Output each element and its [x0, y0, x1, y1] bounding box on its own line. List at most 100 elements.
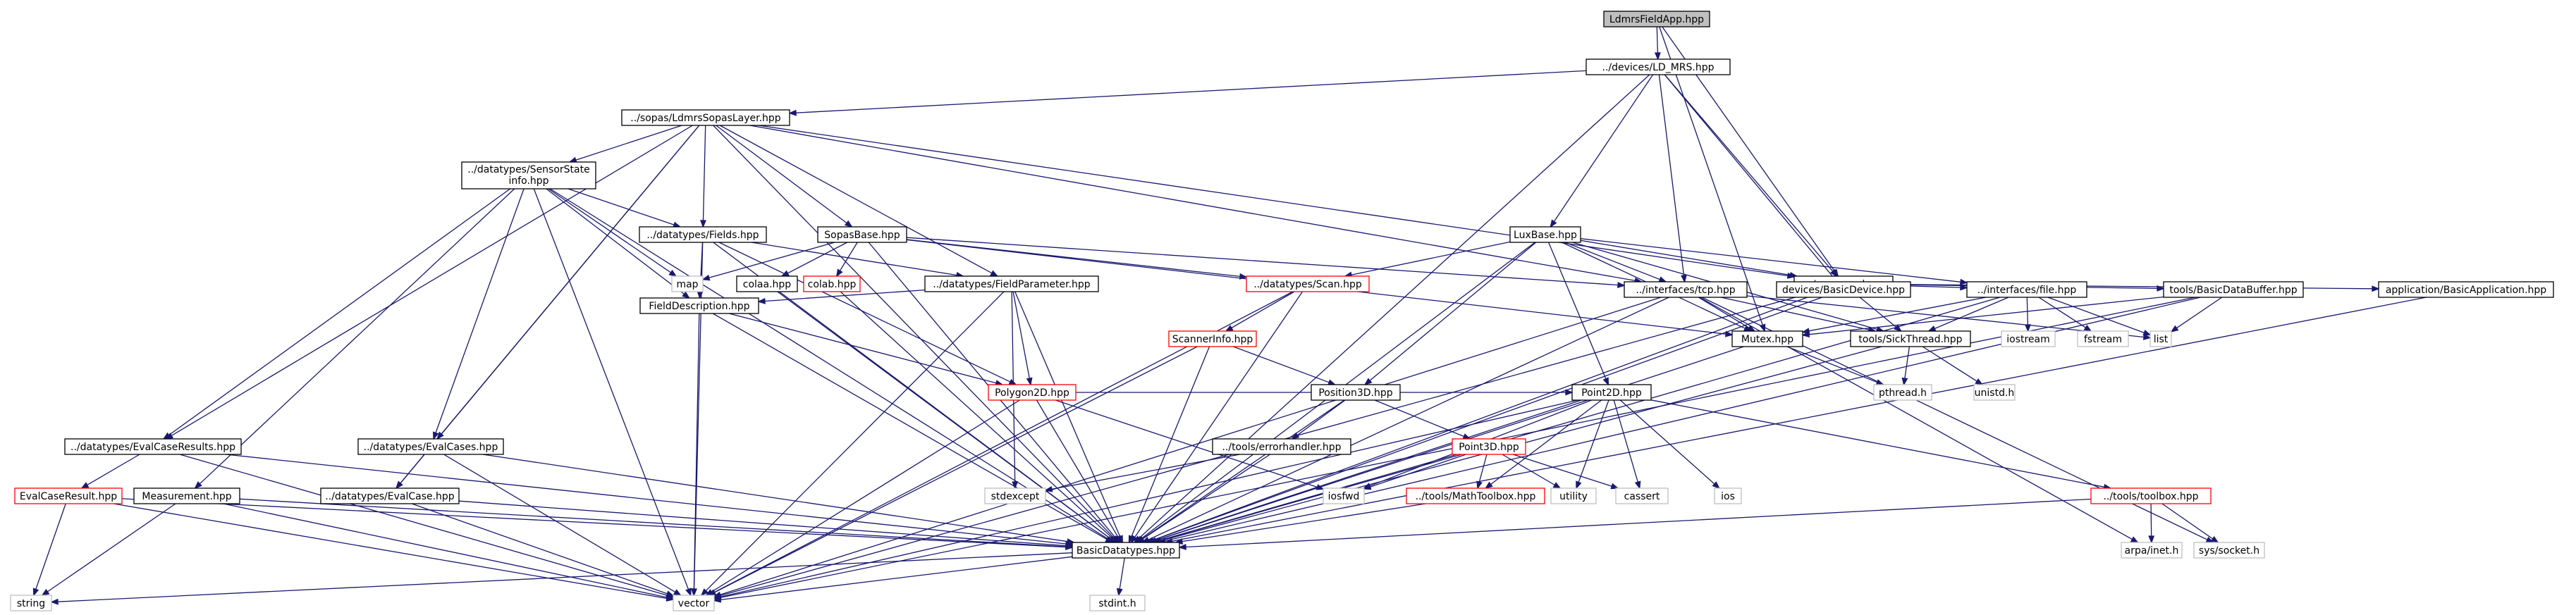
include-edge-sopaslayer-to-sensorstate [568, 125, 682, 163]
node-label: tools/SickThread.hpp [1858, 334, 1962, 345]
node-unistd: unistd.h [1973, 384, 2016, 401]
node-label: ../datatypes/EvalCase.hpp [325, 491, 455, 502]
node-evalcases[interactable]: ../datatypes/EvalCases.hpp [357, 438, 504, 455]
node-tcp[interactable]: ../interfaces/tcp.hpp [1624, 281, 1748, 298]
node-colab[interactable]: colab.hpp [803, 275, 861, 292]
node-basicdatabuffer[interactable]: tools/BasicDataBuffer.hpp [2163, 281, 2304, 298]
include-edge-fielddesc-to-polygon2d [729, 313, 1004, 386]
include-edge-polygon2d-to-basicdatatypes [1036, 399, 1122, 544]
include-edge-manager-to-basicdatatypes [1145, 291, 1823, 543]
node-measurement[interactable]: Measurement.hpp [133, 487, 240, 504]
node-box [1571, 384, 1652, 401]
node-box [1731, 330, 1803, 347]
node-evalcase[interactable]: ../datatypes/EvalCase.hpp [320, 487, 460, 504]
node-box [2001, 330, 2056, 347]
node-sopaslayer[interactable]: ../sopas/LdmrsSopasLayer.hpp [621, 109, 790, 126]
include-edge-evalcaseresult-to-vector [114, 503, 675, 602]
node-point2d[interactable]: Point2D.hpp [1571, 384, 1652, 401]
node-box [1212, 438, 1351, 455]
node-file[interactable]: ../interfaces/file.hpp [1966, 281, 2087, 298]
node-list: list [2149, 330, 2172, 347]
node-evalcaseresult[interactable]: EvalCaseResult.hpp [14, 487, 123, 504]
node-box [988, 384, 1077, 401]
include-edge-polygon2d-to-vector [705, 399, 1020, 596]
include-edge-point3d-to-mathtoolbox [1476, 454, 1488, 490]
include-edge-point2d-to-ios [1619, 399, 1721, 490]
node-ld_mrs[interactable]: ../devices/LD_MRS.hpp [1586, 58, 1731, 75]
node-label: ../devices/LD_MRS.hpp [1602, 62, 1715, 73]
node-mutex[interactable]: Mutex.hpp [1731, 330, 1803, 347]
include-edge-point2d-to-mathtoolbox [1484, 399, 1602, 490]
node-polygon2d[interactable]: Polygon2D.hpp [988, 384, 1077, 401]
node-box [924, 275, 1099, 292]
node-label: ../sopas/LdmrsSopasLayer.hpp [630, 113, 780, 124]
node-label: stdexcept [991, 491, 1040, 502]
include-edge-evalcaseresult-to-basicdatatypes [121, 498, 1074, 551]
node-string: string [10, 595, 52, 611]
include-edge-position3d-to-point3d [1374, 399, 1471, 440]
node-scannerinfo[interactable]: ScannerInfo.hpp [1168, 330, 1257, 347]
node-label: cassert [1624, 491, 1660, 502]
include-edge-sopaslayer-to-manager [759, 125, 1796, 279]
node-label: stdint.h [1098, 598, 1136, 609]
node-box [1714, 487, 1742, 504]
node-box [1966, 281, 2087, 298]
node-scan[interactable]: ../datatypes/Scan.hpp [1246, 275, 1370, 292]
node-map: map [671, 275, 704, 292]
node-evalcaseresults[interactable]: ../datatypes/EvalCaseResults.hpp [64, 438, 242, 455]
include-edge-file-to-list [2047, 297, 2152, 336]
node-fieldparam[interactable]: ../datatypes/FieldParameter.hpp [924, 275, 1099, 292]
node-basicapp[interactable]: application/BasicApplication.hpp [2378, 281, 2554, 298]
node-sopasbase[interactable]: SopasBase.hpp [817, 226, 907, 243]
node-box [1072, 542, 1180, 559]
node-box [1089, 595, 1146, 611]
node-errorhandler[interactable]: ../tools/errorhandler.hpp [1212, 438, 1351, 455]
include-edge-colab-to-basicdatatypes [840, 291, 1119, 544]
node-label: EvalCaseResult.hpp [20, 491, 117, 502]
node-box [673, 595, 715, 611]
node-label: LuxBase.hpp [1514, 230, 1577, 241]
include-edge-sensorstate-to-fielddesc [546, 188, 691, 299]
include-edge-sensorstate-to-evalcaseresults [162, 188, 511, 440]
include-edge-sopaslayer-to-basicdatatypes [713, 125, 1120, 544]
node-label: list [2154, 334, 2169, 345]
node-box [1323, 487, 1365, 504]
node-label: Polygon2D.hpp [995, 387, 1069, 399]
node-sickthread[interactable]: tools/SickThread.hpp [1850, 330, 1971, 347]
node-label: ../datatypes/FieldParameter.hpp [933, 279, 1091, 290]
include-edge-ld_mrs-to-manager [1664, 74, 1838, 278]
node-point3d[interactable]: Point3D.hpp [1452, 438, 1526, 455]
include-edge-fielddesc-to-basicdatatypes [712, 313, 1114, 543]
node-fielddesc[interactable]: FieldDescription.hpp [639, 297, 759, 314]
node-label: LdmrsFieldApp.hpp [1609, 14, 1704, 25]
include-edge-point2d-to-utility [1576, 399, 1609, 490]
node-stdint: stdint.h [1089, 595, 1146, 611]
node-box [1168, 330, 1257, 347]
node-box [817, 226, 907, 243]
node-basicdatatypes[interactable]: BasicDatatypes.hpp [1072, 542, 1180, 559]
node-box [736, 275, 798, 292]
include-edge-evalcase-to-basicdatatypes [458, 500, 1074, 549]
node-fields[interactable]: ../datatypes/Fields.hpp [639, 226, 767, 243]
node-colaa[interactable]: colaa.hpp [736, 275, 798, 292]
node-iostream: iostream [2001, 330, 2056, 347]
include-edge-file-to-iostream [2024, 297, 2031, 333]
node-basicdevice[interactable]: devices/BasicDevice.hpp [1776, 281, 1911, 298]
node-luxbase[interactable]: LuxBase.hpp [1509, 226, 1581, 243]
include-edge-ld_mrs-to-tcp [1658, 74, 1687, 283]
node-mathtoolbox[interactable]: ../tools/MathToolbox.hpp [1406, 487, 1545, 504]
node-label: map [676, 279, 698, 290]
node-box [1850, 330, 1971, 347]
include-edge-basicdatabuffer-to-list [2170, 297, 2223, 333]
include-edge-evalcases-to-vector [443, 454, 682, 596]
node-label: pthread.h [1879, 387, 1927, 399]
node-box [2077, 330, 2129, 347]
node-position3d[interactable]: Position3D.hpp [1311, 384, 1401, 401]
node-toolbox[interactable]: ../tools/toolbox.hpp [2090, 487, 2212, 504]
node-label: SopasBase.hpp [824, 230, 900, 241]
include-edge-sickthread-to-pthread [1901, 346, 1910, 386]
node-box [1873, 384, 1932, 401]
node-label: ../datatypes/EvalCaseResults.hpp [70, 442, 235, 453]
node-label: ../tools/errorhandler.hpp [1222, 442, 1341, 453]
